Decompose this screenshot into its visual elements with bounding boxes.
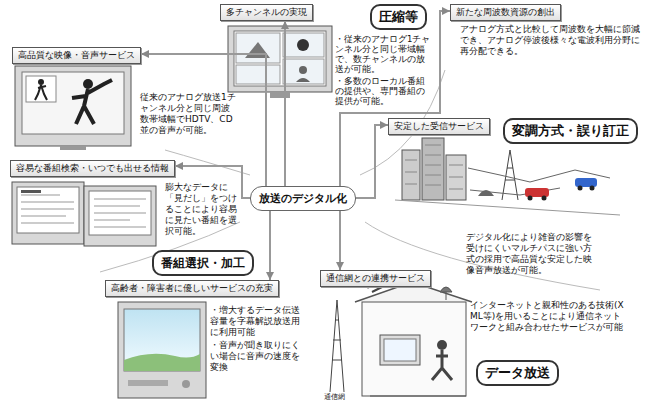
hdtv-monitor <box>60 146 86 150</box>
reception-scene <box>422 138 444 200</box>
reception-scene <box>525 188 549 197</box>
reception-scene <box>578 186 583 191</box>
panel-description: ・音声が聞き取りにくい場合に音声の速度を変換 <box>210 340 302 373</box>
separator-curve <box>100 70 600 290</box>
reception-scene <box>528 196 533 201</box>
radial-arrow <box>356 125 388 198</box>
central-theme: 放送のデジタル化 <box>250 186 356 211</box>
multichannel-tv <box>270 92 290 98</box>
node-text: データ放送 <box>485 365 550 381</box>
caption-tv <box>118 302 206 398</box>
network-house <box>362 302 466 396</box>
network-house <box>440 287 452 300</box>
node-text: 高品質な映像・音声サービス <box>18 50 135 61</box>
multichannel-tv <box>296 78 310 82</box>
panel-description: ・増大するデータ伝送容量を字幕解説放送用に利用可能 <box>210 305 302 338</box>
separator-curve <box>165 150 250 175</box>
caption-tv <box>182 380 190 388</box>
hdtv-monitor <box>38 79 44 85</box>
panel-description: インターネットと親和性のある技術(XML等)を用いることにより通信ネットワークと… <box>470 300 628 333</box>
program-guide-screens <box>84 186 156 246</box>
node-text: 変調方式・誤り訂正 <box>512 123 629 139</box>
caption-tv <box>118 302 206 398</box>
node-text: 新たな周波数資源の創出 <box>456 7 555 18</box>
reception-scene <box>478 190 494 196</box>
node-text: 圧縮等 <box>379 9 418 25</box>
network-caption: 通信網 <box>324 393 364 402</box>
node-text: 通信網との連携サービス <box>326 273 425 284</box>
network-house <box>384 339 416 361</box>
hdtv-monitor <box>35 85 47 100</box>
technology-stamp: データ放送 <box>476 360 559 386</box>
technology-stamp: 番組選択・加工 <box>152 250 254 276</box>
program-guide-screens <box>12 182 156 246</box>
technology-stamp: 変調方式・誤り訂正 <box>503 118 638 144</box>
panel-heading: 多チャンネルの実現 <box>220 4 313 21</box>
panel-description: ・従来のアナログ1チャンネル分と同じ帯域幅で、数チャンネルの放送が可能。 <box>335 34 431 74</box>
program-guide-screens <box>21 195 146 227</box>
caption-tv <box>124 309 200 371</box>
hdtv-monitor <box>26 76 56 102</box>
reception-scene <box>590 186 595 191</box>
radial-arrow <box>284 21 286 186</box>
multichannel-tv <box>234 31 326 86</box>
panel-description: ・多数のローカル番組の提供や、専門番組の提供が可能。 <box>335 76 431 106</box>
panel-description: アナログ方式と比較して周波数を大幅に節減でき、アナログ停波後様々な電波利用分野に… <box>460 24 640 57</box>
program-guide-screens <box>17 187 79 233</box>
multichannel-tv <box>228 26 332 92</box>
reception-scene <box>502 150 518 200</box>
network-house <box>437 340 447 350</box>
hdtv-monitor <box>72 80 112 124</box>
panel-heading: 新たな周波数資源の創出 <box>450 4 561 21</box>
hdtv-monitor <box>15 66 131 146</box>
reception-scene <box>402 150 420 200</box>
node-text: 容易な番組検索・いつでも出せる情報 <box>16 163 169 174</box>
caption-tv <box>128 380 168 386</box>
panel-description: 膨大なデータに「見だし」をつけることにより容易に見たい番組を選択可能。 <box>165 182 237 237</box>
panel-description: 従来のアナログ放送1チャンネル分と同じ周波数帯域幅でHDTV、CD並の音声が可能… <box>140 92 236 136</box>
node-text: 番組選択・加工 <box>161 255 245 271</box>
network-house <box>370 396 466 397</box>
panel-heading: 通信網との連携サービス <box>320 270 431 287</box>
reception-scene <box>395 138 620 215</box>
caption-tv <box>124 354 200 371</box>
reception-scene <box>395 200 620 215</box>
panel-description: デジタル化により雑音の影響を受けにくいマルチパスに強い方式の採用で高品質な安定し… <box>466 232 592 276</box>
panel-heading: 安定した受信サービス <box>388 118 490 135</box>
network-house <box>330 280 472 396</box>
reception-scene <box>542 196 547 201</box>
program-guide-screens <box>12 182 84 244</box>
node-text: 高齢者・障害者に優しいサービスの充実 <box>111 283 273 294</box>
multichannel-tv <box>236 33 280 63</box>
node-text: 放送のデジタル化 <box>259 192 347 205</box>
multichannel-tv <box>299 66 307 74</box>
reception-scene <box>575 178 597 187</box>
panel-heading: 高品質な映像・音声サービス <box>12 47 141 64</box>
node-text: 安定した受信サービス <box>394 121 484 132</box>
multichannel-tv <box>236 65 280 84</box>
hdtv-monitor <box>22 72 124 134</box>
radial-arrow <box>269 211 271 280</box>
node-text: 多チャンネルの実現 <box>226 7 307 18</box>
radial-arrow <box>339 211 341 270</box>
panel-heading: 高齢者・障害者に優しいサービスの充実 <box>105 280 279 297</box>
network-house <box>330 300 344 392</box>
reception-scene <box>405 145 463 189</box>
program-guide-screens <box>21 190 41 193</box>
multichannel-tv <box>297 39 309 51</box>
hdtv-monitor <box>15 66 131 150</box>
network-house <box>432 350 452 380</box>
multichannel-tv <box>283 59 324 84</box>
panel-heading: 容易な番組検索・いつでも出せる情報 <box>10 160 175 177</box>
technology-stamp: 圧縮等 <box>370 4 427 30</box>
hdtv-monitor <box>83 79 93 89</box>
multichannel-tv <box>228 26 332 98</box>
network-house <box>380 335 420 365</box>
multichannel-tv <box>283 33 324 57</box>
